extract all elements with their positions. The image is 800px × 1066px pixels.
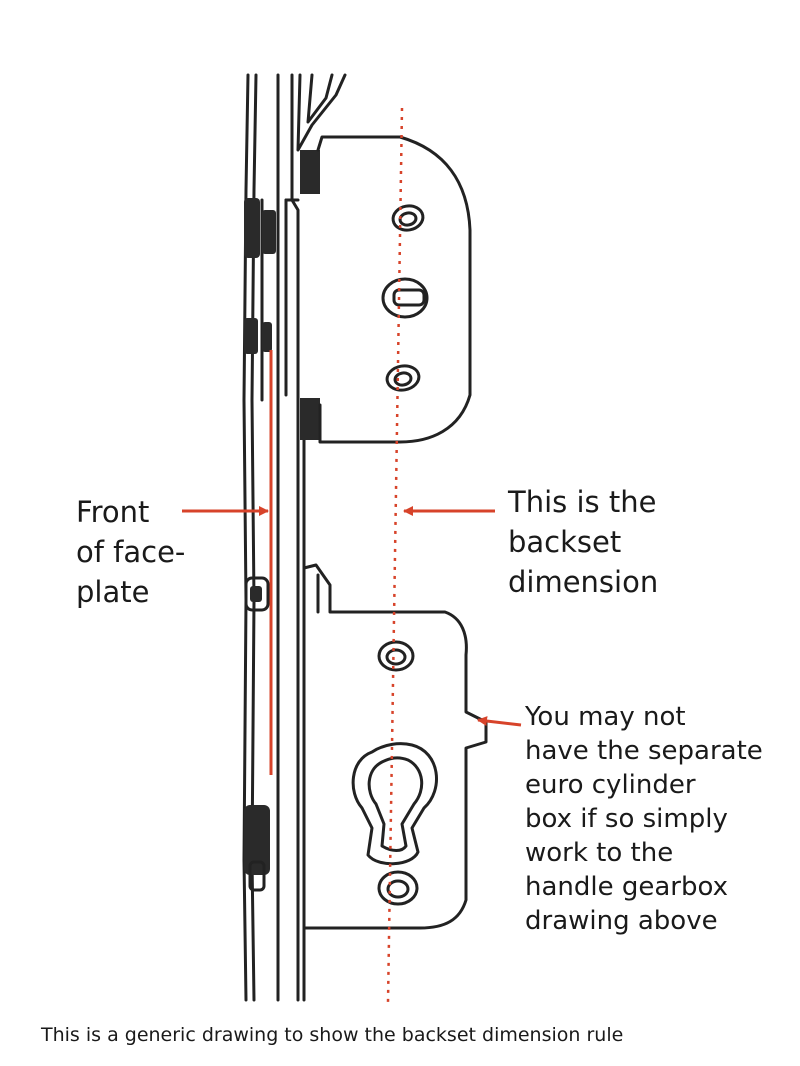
euro-cylinder-note: You may not have the separate euro cylin… <box>525 700 763 938</box>
front-label-line-2: of face- <box>76 535 186 569</box>
backset-label-line-2: backset <box>508 525 622 559</box>
backset-label-line-3: dimension <box>508 565 659 599</box>
note-line-2: have the separate <box>525 736 763 766</box>
front-label-line-3: plate <box>76 575 150 609</box>
note-line-4: box if so simply <box>525 804 728 834</box>
note-line-3: euro cylinder <box>525 770 696 800</box>
faceplate-drawing <box>242 73 488 1002</box>
front-of-faceplate-label: Front of face- plate <box>76 492 185 612</box>
note-line-1: You may not <box>525 702 686 732</box>
backset-centre-line <box>386 107 404 1003</box>
note-line-6: handle gearbox <box>525 872 728 902</box>
note-line-5: work to the <box>525 838 674 868</box>
front-label-line-1: Front <box>76 495 150 529</box>
note-arrow <box>477 716 522 727</box>
backset-label-line-1: This is the <box>508 485 657 519</box>
diagram-caption: This is a generic drawing to show the ba… <box>41 1024 624 1046</box>
backset-dimension-label: This is the backset dimension <box>508 482 658 602</box>
note-line-7: drawing above <box>525 906 718 936</box>
